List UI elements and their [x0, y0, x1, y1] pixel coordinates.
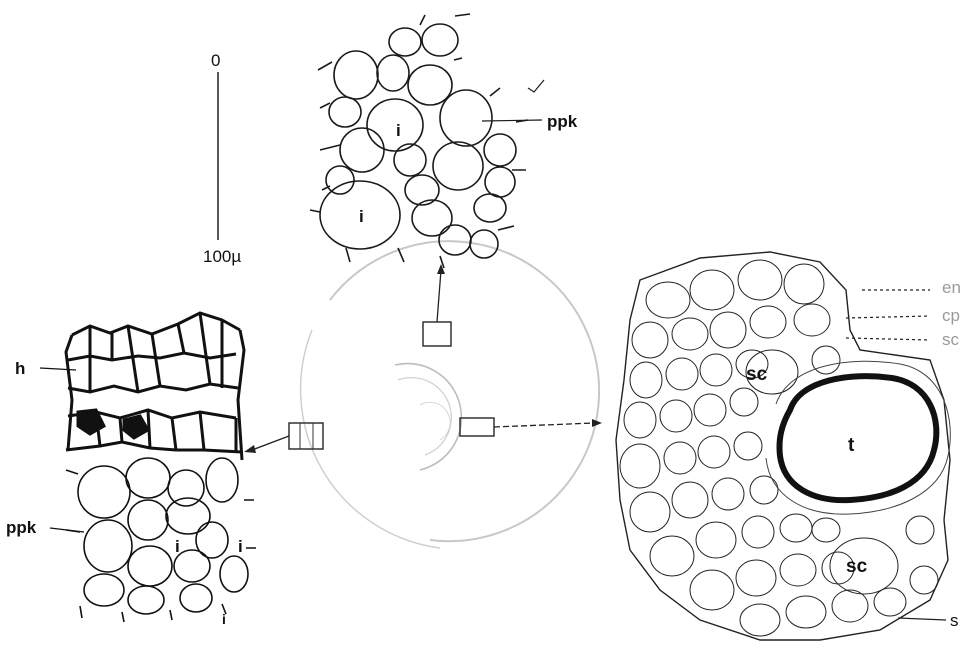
label-sc-1: sc — [746, 364, 768, 385]
label-cp: cp — [942, 306, 960, 325]
arrow-to-right-panel — [494, 423, 594, 427]
sample-box-left — [289, 423, 323, 449]
label-i-top-1: i — [396, 121, 401, 140]
label-i-left-2: i — [238, 537, 243, 556]
label-sc-small: sc — [942, 330, 960, 349]
label-ppk-left: ppk — [6, 518, 37, 537]
scale-bar: 0 100µ — [203, 51, 241, 266]
arrow-to-top-panel — [437, 270, 441, 322]
sample-box-right — [460, 418, 494, 436]
stem-cross-section-schematic — [244, 241, 602, 548]
top-panel-parenchyma — [310, 14, 544, 268]
arrow-to-left-panel — [252, 436, 289, 450]
sample-box-top — [423, 322, 451, 346]
label-ppk-top: ppk — [547, 112, 578, 131]
outer-ring — [330, 241, 599, 541]
inner-ring-2 — [398, 378, 451, 455]
label-s: s — [950, 611, 959, 630]
label-i-top-2: i — [359, 207, 364, 226]
check-mark — [528, 80, 544, 92]
vessel-wall — [779, 376, 936, 500]
left-panel-tissue — [40, 313, 256, 622]
leader-s — [898, 618, 946, 620]
label-h: h — [15, 359, 25, 378]
label-i-left-1: i — [175, 537, 180, 556]
label-sc-2: sc — [846, 556, 868, 577]
label-en: en — [942, 278, 961, 297]
label-i-left-3: i — [222, 611, 226, 627]
scale-bar-top-label: 0 — [211, 51, 220, 70]
label-t: t — [848, 435, 855, 456]
leader-h — [40, 368, 76, 370]
center-ring — [420, 402, 450, 440]
scale-bar-bottom-label: 100µ — [203, 247, 241, 266]
outer-ring-lower — [301, 330, 440, 548]
leader-ppk-left — [50, 528, 84, 532]
right-panel-vascular-bundle — [616, 252, 950, 640]
leader-ppk-top — [482, 120, 542, 121]
